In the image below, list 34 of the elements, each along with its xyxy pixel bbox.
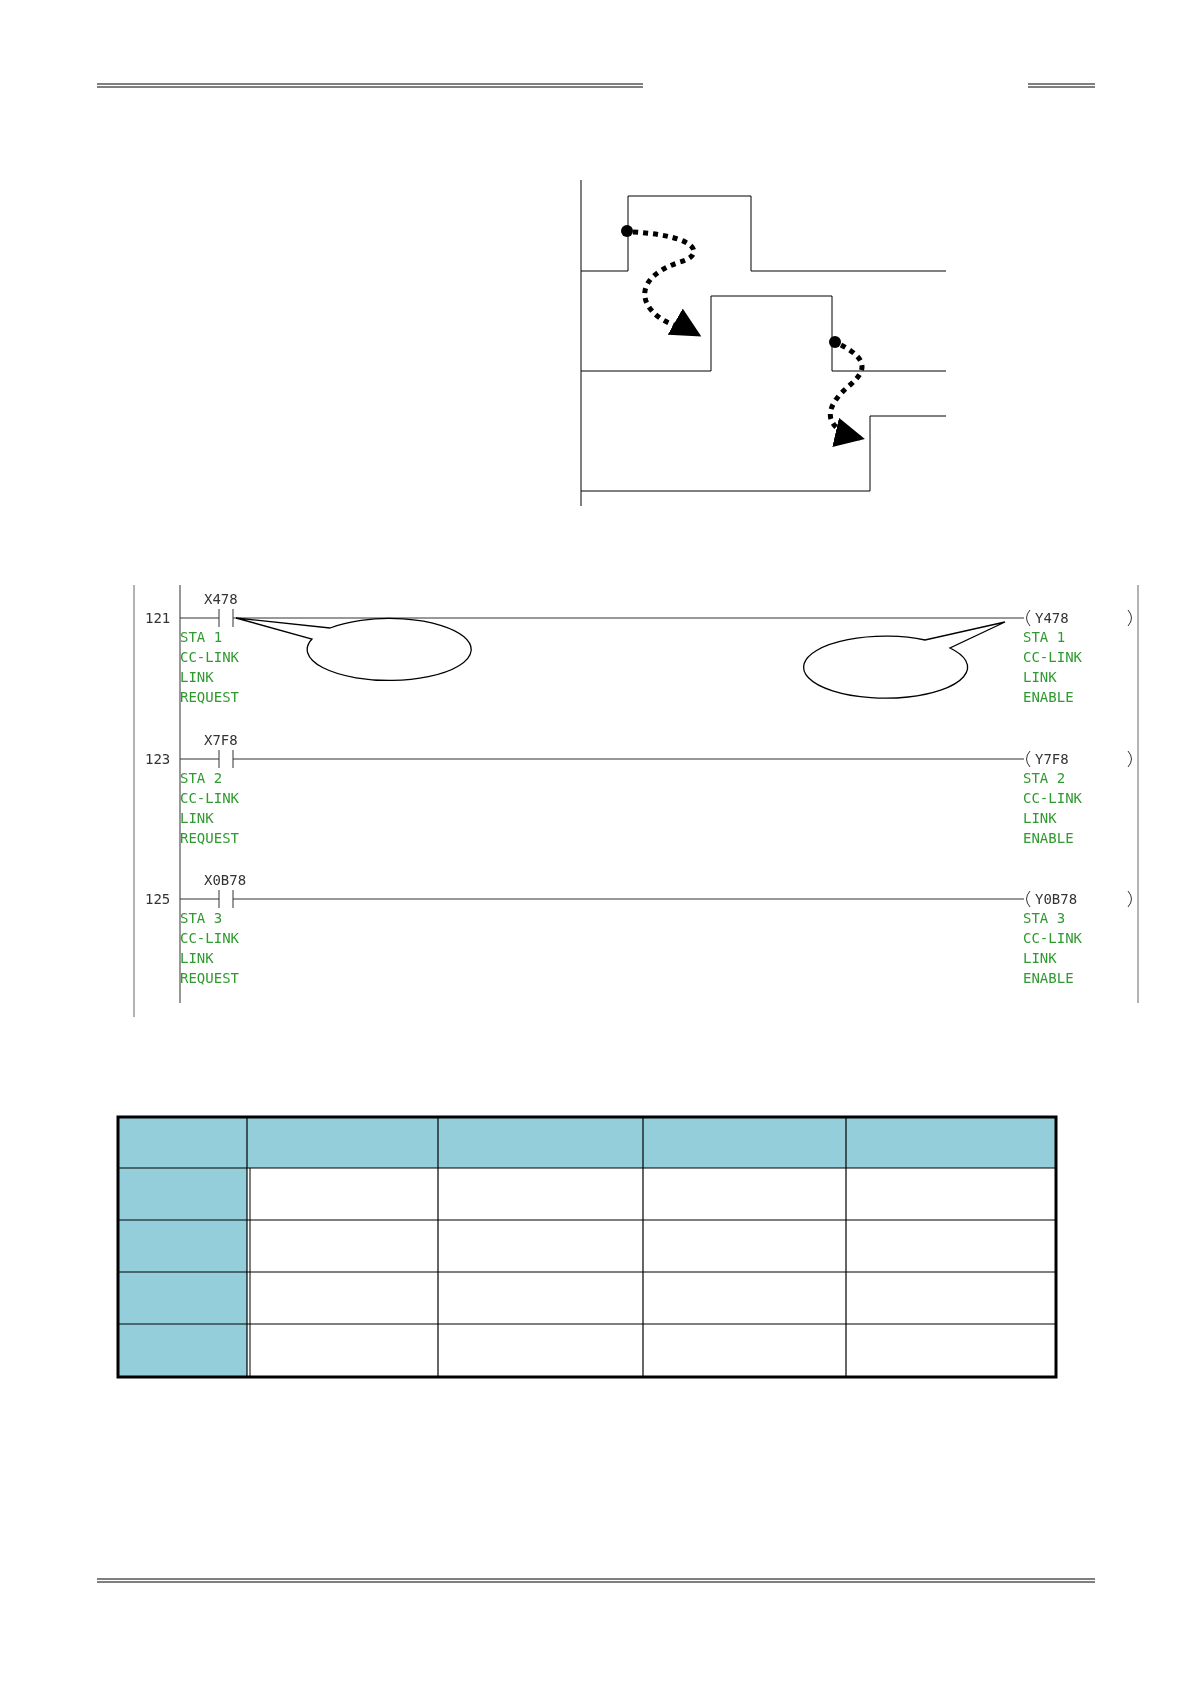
device-comment: STA 3 (180, 910, 223, 926)
callout-bubble (802, 621, 1006, 699)
device-comment: CC-LINK (1023, 930, 1082, 946)
device-comment: LINK (1023, 669, 1057, 685)
device-comment: LINK (1023, 810, 1057, 826)
step-number: 121 (145, 610, 171, 626)
device-comment: CC-LINK (180, 790, 239, 806)
device-label: X0B78 (204, 872, 247, 888)
device-label: Y478 (1035, 610, 1069, 626)
device-comment: REQUEST (180, 970, 239, 986)
device-label: Y7F8 (1035, 751, 1069, 767)
device-comment: CC-LINK (180, 930, 239, 946)
device-label: X478 (204, 591, 238, 607)
step-number: 123 (145, 751, 171, 767)
device-comment: LINK (180, 950, 214, 966)
device-comment: ENABLE (1023, 970, 1074, 986)
device-comment: ENABLE (1023, 689, 1074, 705)
device-comment: CC-LINK (1023, 649, 1082, 665)
device-comment: STA 2 (180, 770, 223, 786)
device-comment: STA 1 (180, 629, 223, 645)
step-number: 125 (145, 891, 171, 907)
device-comment: REQUEST (180, 830, 239, 846)
device-comment: STA 1 (1023, 629, 1066, 645)
device-comment: LINK (1023, 950, 1057, 966)
device-comment: ENABLE (1023, 830, 1074, 846)
device-label: Y0B78 (1035, 891, 1078, 907)
device-comment: REQUEST (180, 689, 239, 705)
device-comment: CC-LINK (180, 649, 239, 665)
device-label: X7F8 (204, 732, 238, 748)
device-comment: LINK (180, 669, 214, 685)
device-comment: STA 2 (1023, 770, 1066, 786)
device-comment: LINK (180, 810, 214, 826)
device-comment: STA 3 (1023, 910, 1066, 926)
device-comment: CC-LINK (1023, 790, 1082, 806)
